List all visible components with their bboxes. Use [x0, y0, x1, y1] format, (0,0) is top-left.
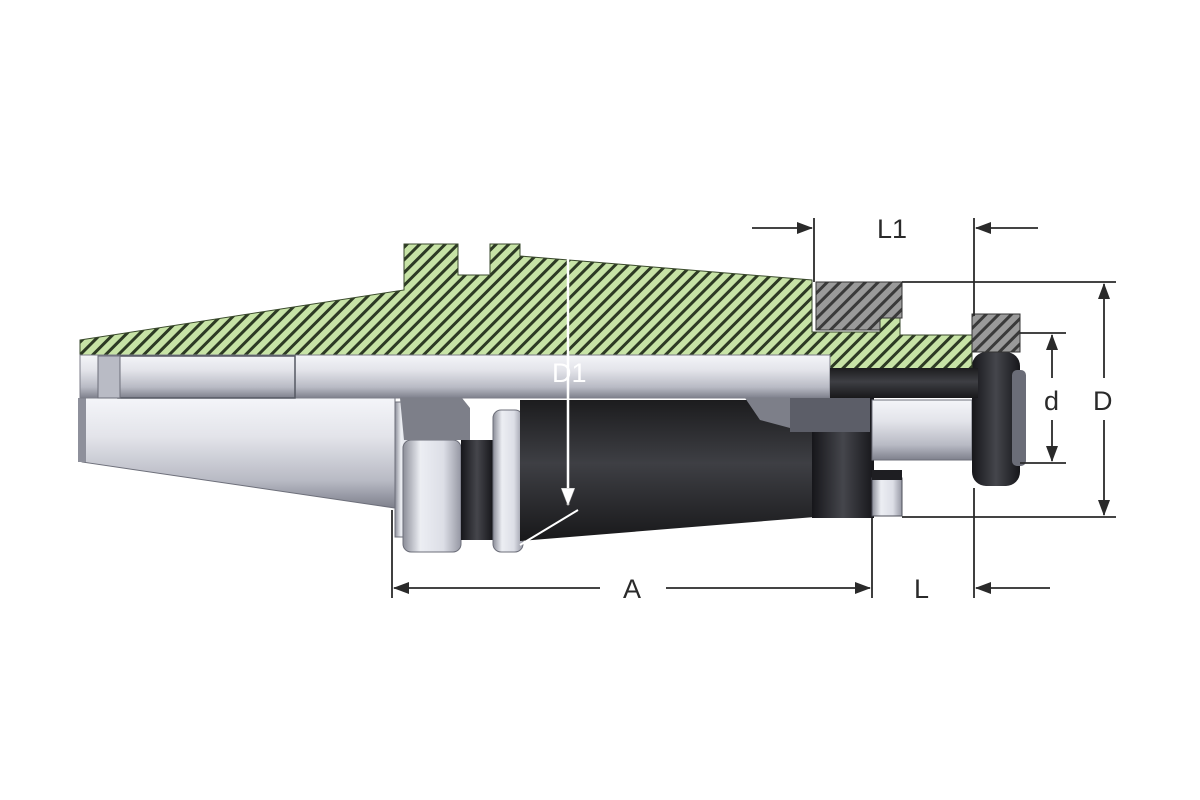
shank-end-face	[78, 398, 86, 462]
dimension-L1: L1	[752, 214, 1038, 316]
clamp-screw-face	[1012, 370, 1026, 466]
dimension-L: L	[914, 488, 1050, 604]
L-label: L	[914, 574, 929, 604]
flange-groove	[461, 440, 493, 540]
dimension-d: d	[1020, 332, 1066, 464]
inner-recess-3	[790, 398, 870, 432]
inner-thread	[830, 368, 978, 398]
arbor-body	[520, 400, 815, 541]
screw-head-section	[971, 313, 1021, 353]
L1-label: L1	[877, 214, 907, 244]
bore-groove	[97, 355, 121, 399]
inner-recess-2	[745, 398, 790, 428]
d-label: d	[1044, 386, 1059, 416]
spindle-bore	[79, 354, 831, 399]
A-label: A	[623, 574, 641, 604]
dimension-D: D	[902, 281, 1116, 518]
D-label: D	[1093, 386, 1113, 416]
dimension-A: A	[391, 510, 873, 604]
drive-key	[871, 477, 903, 517]
flange-ring-1	[402, 439, 462, 553]
drive-key-shadow	[872, 470, 902, 480]
pilot-spigot	[871, 399, 973, 461]
D1-leader-bottom	[519, 509, 579, 546]
arbor-upper-section	[79, 243, 978, 440]
dimension-D1: D1	[519, 242, 587, 546]
taper-shank	[79, 397, 396, 509]
clamp-screw-head	[972, 352, 1020, 486]
D1-label: D1	[552, 358, 587, 388]
inner-recess-1	[400, 398, 470, 440]
flange-ring-2	[492, 409, 524, 553]
